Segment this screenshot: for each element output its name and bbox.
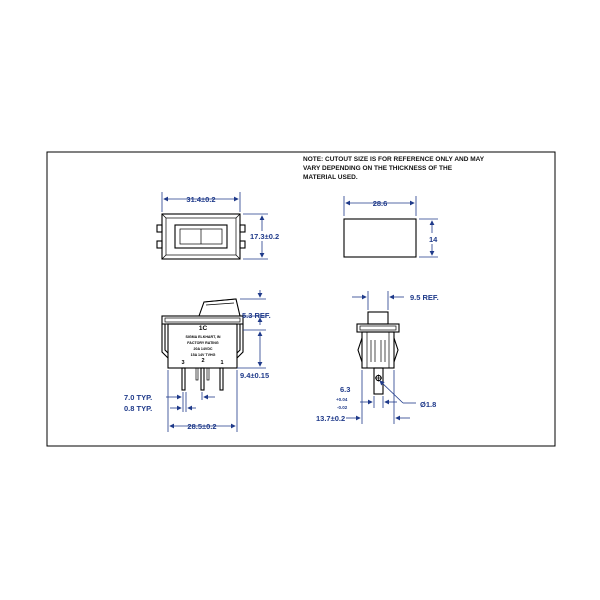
clip-left-top [156,224,163,233]
side-actuator [367,311,389,325]
hole-diameter-label: Ø1.8 [420,400,436,409]
cutout-height-label: 14 [429,235,438,244]
pin-1-label: 1 [220,360,223,366]
rating-line-2: 15A 14V TVHG [191,353,216,357]
terminal-tol-plus: +0.04 [336,397,348,402]
pin-1 [219,367,224,391]
circuit-label: 1C [199,325,208,332]
side-actuator-ref-label: 9.5 REF. [410,293,439,302]
cutout-view: 28.6 14 [343,196,438,258]
pin-width-label: 0.8 TYP. [124,404,152,413]
side-view: 9.5 REF. 6.3 +0.04 -0.02 Ø1.8 13.7±0.2 [316,291,439,424]
side-width-label: 13.7±0.2 [316,414,345,423]
front-width-label: 28.5±0.2 [187,422,216,431]
front-bezel [161,315,244,325]
cutout-width-label: 28.6 [373,199,388,208]
side-bezel [356,323,400,333]
front-clip-left [161,324,169,359]
cutout-rect [343,218,417,258]
pin-2 [200,367,205,391]
brand-line: SIGMA ELKHART, IN [185,335,220,339]
front-view: 1C SIGMA ELKHART, IN FACTORY RATING 20A … [124,290,271,432]
front-clip-right [236,324,244,359]
note-line-3: MATERIAL USED. [303,174,358,181]
top-view: 31.4±0.2 17.3±0.2 [156,192,279,260]
clip-left-bottom [156,240,163,249]
actuator-ref-label: 5.3 REF. [242,311,271,320]
top-view-rocker [174,224,228,249]
rating-line-1: 20A 14VDC [193,347,212,351]
top-width-label: 31.4±0.2 [186,195,215,204]
rating-title: FACTORY RATING [187,341,219,345]
front-height-label: 9.4±0.15 [240,371,269,380]
terminal-width-label: 6.3 [340,385,350,394]
top-height-label: 17.3±0.2 [250,232,279,241]
top-view-bezel [161,213,241,260]
clip-right-top [239,224,246,233]
pitch-label: 7.0 TYP. [124,393,152,402]
drawing-frame [46,151,556,447]
pin-2-label: 2 [201,358,204,364]
pin-3 [181,367,186,391]
clip-right-bottom [239,240,246,249]
note-line-1: NOTE: CUTOUT SIZE IS FOR REFERENCE ONLY … [303,156,485,163]
pin-3-label: 3 [181,360,184,366]
terminal-tol-minus: -0.02 [337,405,348,410]
note-line-2: VARY DEPENDING ON THE THICKNESS OF THE [303,165,453,172]
